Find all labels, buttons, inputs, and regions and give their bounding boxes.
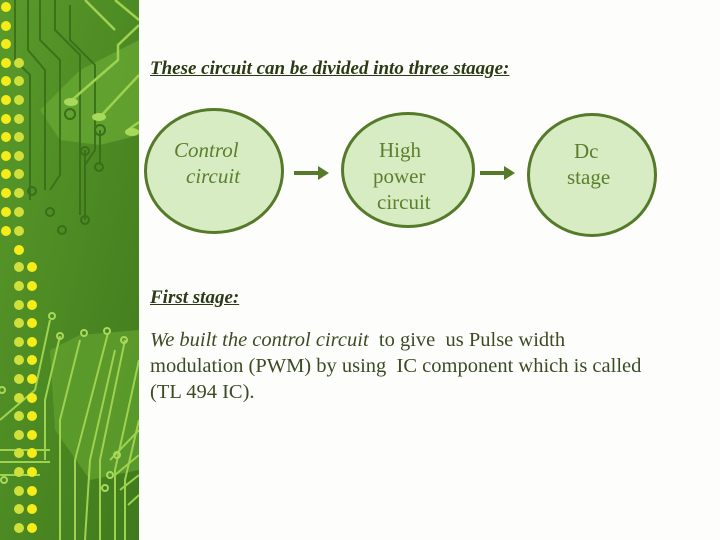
node-label-line3: circuit (377, 190, 431, 214)
paragraph-line-2: modulation (PWM) by using IC component w… (150, 355, 642, 377)
node-label-line1: Control (174, 138, 239, 162)
slide-title: These circuit can be divided into three … (150, 58, 510, 79)
paragraph-line-3: (TL 494 IC). (150, 381, 255, 403)
paragraph-line-1: We built the control circuit to give us … (150, 327, 710, 353)
diagram-node-control-circuit: Control circuit (144, 108, 284, 234)
circuit-board-graphic (0, 0, 139, 540)
diagram-node-high-power-circuit: High power circuit (341, 112, 475, 228)
diagram-node-dc-stage: Dc stage (527, 113, 657, 237)
circuit-board-sidebar-decoration (0, 0, 139, 540)
slide-content-area (139, 0, 720, 540)
paragraph-italic-phrase: We built the control circuit (150, 329, 369, 351)
node-label-line1: High (379, 138, 421, 162)
node-label-line1: Dc (574, 139, 599, 163)
node-label-line2: stage (567, 165, 611, 189)
node-label-line2: circuit (186, 164, 241, 188)
paragraph-line1-rest: to give us Pulse width (368, 329, 566, 351)
body-paragraph: We built the control circuit to give us … (150, 327, 710, 405)
section-heading: First stage: (150, 287, 240, 308)
node-label-line2: power (373, 164, 426, 188)
arrow-right-icon (480, 166, 515, 180)
arrow-right-icon (294, 166, 329, 180)
